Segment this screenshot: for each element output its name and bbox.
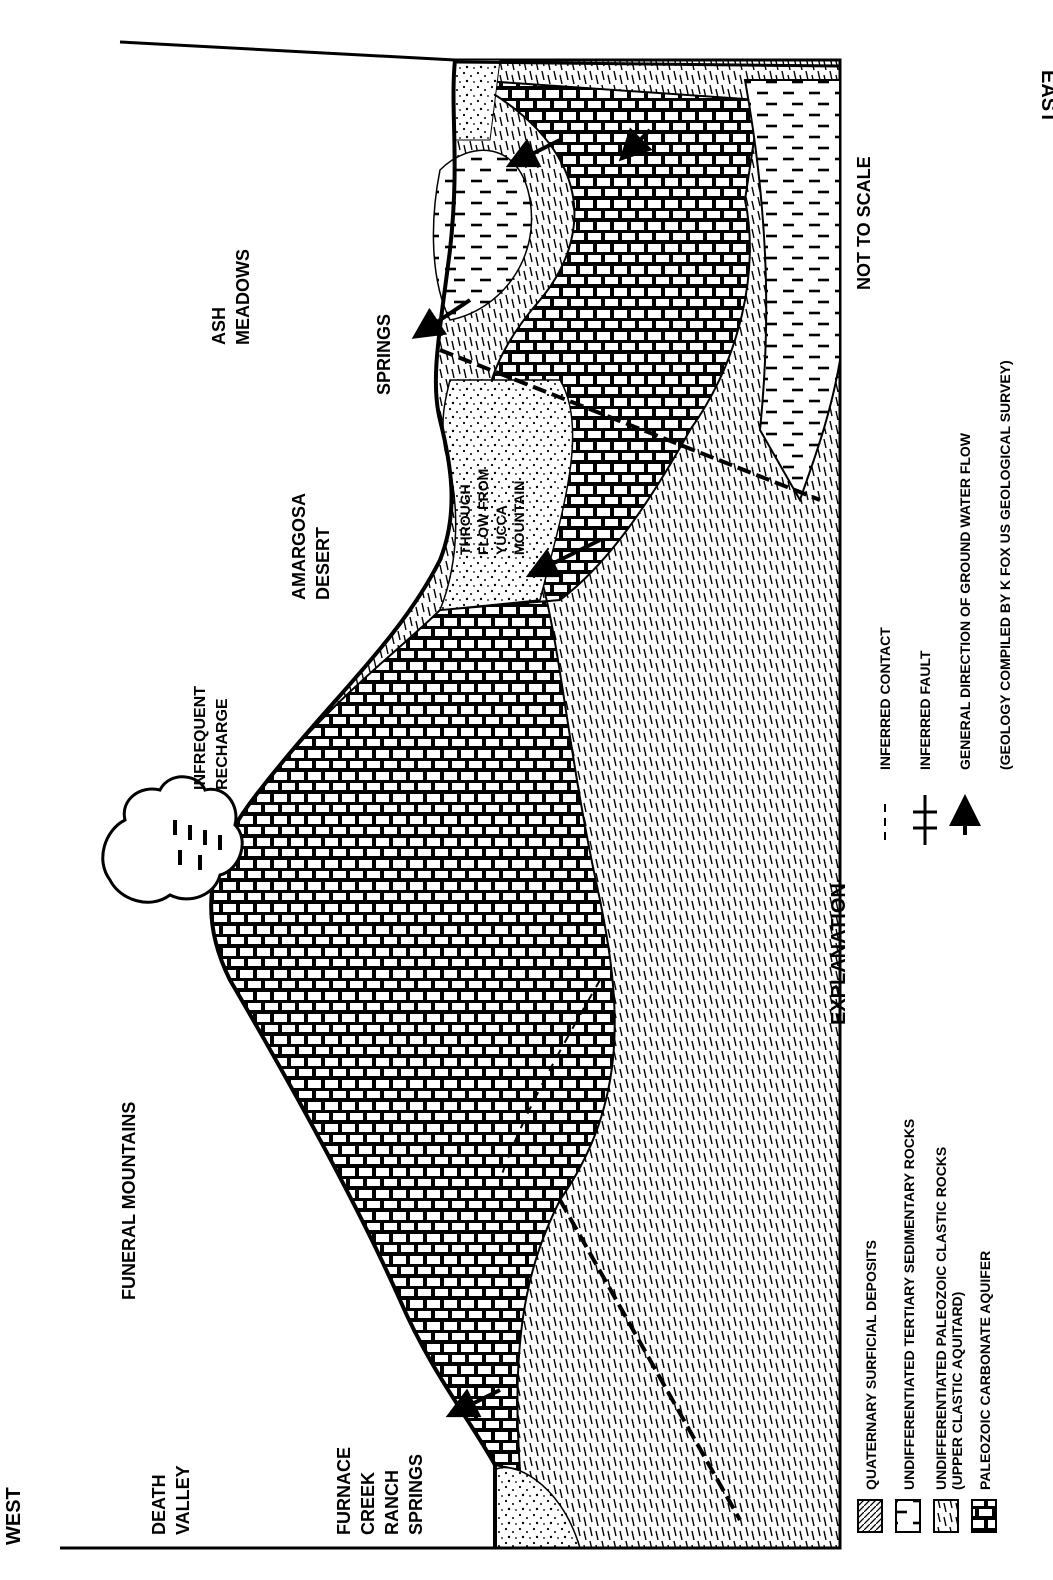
legend-title: EXPLANATION xyxy=(828,883,850,1025)
label-infrequent-recharge: INFREQUENT RECHARGE xyxy=(192,682,231,790)
legend-unit-quaternary: QUATERNARY SURFICIAL DEPOSITS xyxy=(863,1240,879,1490)
legend-swatch-tertiary xyxy=(896,1500,920,1532)
legend-credit: (GEOLOGY COMPILED BY K FOX US GEOLOGICAL… xyxy=(997,360,1013,770)
label-funeral-mountains: FUNERAL MOUNTAINS xyxy=(119,1102,139,1300)
label-not-to-scale: NOT TO SCALE xyxy=(854,156,874,290)
label-east: EAST xyxy=(1037,70,1053,123)
legend-inferred-contact: INFERRED CONTACT xyxy=(877,627,893,770)
legend-fault-symbol xyxy=(913,795,937,845)
label-death-valley: DEATH VALLEY xyxy=(149,1465,193,1535)
legend-unit-clastic-note: (UPPER CLASTIC AQUITARD) xyxy=(949,1292,965,1490)
legend-unit-carbonate: PALEOZOIC CARBONATE AQUIFER xyxy=(977,1251,993,1490)
legend-flow-direction: GENERAL DIRECTION OF GROUND WATER FLOW xyxy=(957,432,973,770)
legend-swatch-clastic xyxy=(934,1500,958,1532)
legend-unit-clastic: UNDIFFERENTIATED PALEOZOIC CLASTIC ROCKS xyxy=(933,1147,949,1490)
east-reference-line xyxy=(120,42,455,60)
legend-inferred-fault: INFERRED FAULT xyxy=(917,650,933,770)
label-furnace-creek: FURNACE CREEK RANCH SPRINGS xyxy=(334,1442,426,1535)
legend-swatch-carbonate xyxy=(972,1500,996,1532)
cross-section xyxy=(211,60,840,1548)
legend-unit-tertiary: UNDIFFERENTIATED TERTIARY SEDIMENTARY RO… xyxy=(901,1119,917,1490)
legend-swatch-quaternary xyxy=(858,1500,882,1532)
label-west: WEST xyxy=(3,1487,25,1545)
label-ash-meadows: ASH MEADOWS xyxy=(209,249,253,345)
label-springs: SPRINGS xyxy=(374,314,394,395)
label-amargosa-desert: AMARGOSA DESERT xyxy=(289,489,333,600)
legend: EXPLANATION QUATERNARY SURFICIAL DEPOSIT… xyxy=(828,360,1013,1532)
